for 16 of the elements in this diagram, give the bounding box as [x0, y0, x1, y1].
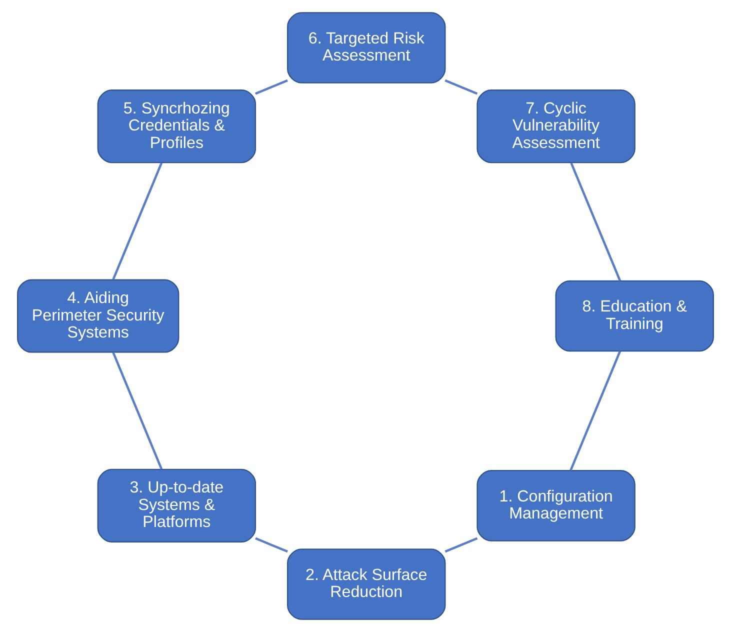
connector: [444, 537, 478, 553]
node-box: 7. Cyclic Vulnerability Assessment: [476, 90, 635, 164]
connector: [444, 79, 478, 95]
node-box: 2. Attack Surface Reduction: [286, 548, 446, 620]
connector: [569, 350, 621, 471]
node-box: 8. Education & Training: [554, 280, 714, 352]
node-box: 3. Up-to-date Systems & Platforms: [96, 468, 256, 542]
connector: [254, 537, 288, 553]
node-box: 5. Syncrhozing Credentials & Profiles: [96, 90, 256, 164]
node-box: 4. Aiding Perimeter Security Systems: [16, 279, 179, 353]
connector: [112, 352, 162, 470]
node-box: 1. Configuration Management: [476, 470, 635, 542]
node-box: 6. Targeted Risk Assessment: [286, 12, 446, 84]
connector: [112, 162, 162, 280]
connector: [570, 162, 621, 282]
connector: [254, 79, 288, 95]
